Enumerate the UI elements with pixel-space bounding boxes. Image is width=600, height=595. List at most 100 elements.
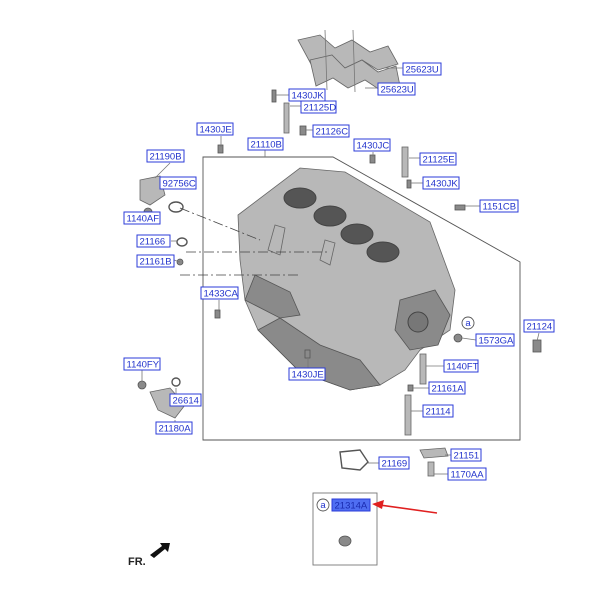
part-label-21314a: 21314A [331, 498, 371, 512]
part-label-text: 21110B [251, 140, 282, 151]
cylinder-block [237, 167, 456, 391]
oil-level-bracket [419, 447, 449, 459]
part-label-box [402, 62, 442, 76]
part-label-1430jk: 1430JK [422, 176, 460, 190]
part-label-1170aa: 1170AA [447, 467, 487, 481]
part-label-text: 21151 [454, 451, 480, 462]
part-label-1140af: 1140AF [123, 211, 161, 225]
part-label-21114: 21114 [422, 404, 454, 418]
part-label-box [422, 404, 454, 418]
part-label-1430jc: 1430JC [353, 138, 391, 152]
part-label-text: 25623U [406, 65, 439, 76]
part-label-text: 1140FY [127, 360, 160, 371]
fr-label: FR. [128, 556, 146, 568]
oil-pan-gasket [339, 449, 369, 471]
part-label-box [377, 82, 416, 96]
part-label-text: 1433CA [204, 289, 239, 300]
part-label-text: 21126C [316, 127, 349, 138]
red-pointer-arrow [372, 500, 438, 514]
part-label-21124: 21124 [523, 319, 555, 333]
part-label-1140fy: 1140FY [123, 357, 161, 371]
part-label-text: 1170AA [451, 470, 485, 481]
part-label-text: 1430JK [426, 179, 459, 190]
part-label-box [300, 100, 337, 114]
part-label-21169: 21169 [378, 456, 410, 470]
part-label-text: 1140FT [447, 362, 479, 373]
part-label-box [447, 467, 487, 481]
part-label-text: 92756C [163, 179, 196, 190]
part-label-text: 26614 [173, 396, 199, 407]
part-label-box [353, 138, 391, 152]
part-label-box [146, 149, 185, 163]
part-label-text: 21161B [140, 257, 172, 268]
part-label-text: 1430JE [200, 125, 232, 136]
part-label-box [419, 152, 457, 166]
part-label-26614: 26614 [169, 393, 202, 407]
part-label-box [247, 137, 284, 151]
part-label-21190b: 21190B [146, 149, 185, 163]
part-label-1140ft: 1140FT [443, 359, 479, 373]
callout-a-main: a [461, 316, 475, 330]
part-label-1151cb: 1151CB [479, 199, 519, 213]
part-label-box [450, 448, 482, 462]
part-label-21125d: 21125D [300, 100, 337, 114]
part-label-21161b: 21161B [136, 254, 175, 268]
part-label-text: 21124 [527, 322, 553, 333]
part-label-text: 21180A [159, 424, 192, 435]
part-label-box [136, 234, 171, 248]
part-label-1430je: 1430JE [196, 122, 234, 136]
front-direction-marker: FR. [128, 543, 170, 568]
part-label-21151: 21151 [450, 448, 482, 462]
part-label-text: 21114 [426, 407, 451, 418]
part-label-box [159, 176, 197, 190]
oil-jet-assembly [297, 29, 401, 93]
part-label-text: 1140AF [127, 214, 160, 225]
part-label-box [443, 359, 479, 373]
part-label-box [123, 357, 161, 371]
part-label-box [475, 333, 515, 347]
part-label-25623u: 25623U [402, 62, 442, 76]
center-lines [179, 207, 330, 276]
svg-text:a: a [465, 318, 471, 329]
part-label-text: 1430JK [292, 91, 325, 102]
leader-lines [141, 67, 540, 475]
part-label-21166: 21166 [136, 234, 171, 248]
part-label-text: 21166 [140, 237, 166, 248]
part-label-1433ca: 1433CA [200, 286, 239, 300]
part-label-text: 21161A [432, 384, 465, 395]
part-label-box [422, 176, 460, 190]
part-label-text: 21125D [304, 103, 337, 114]
part-label-21110b: 21110B [247, 137, 284, 151]
part-label-text: 21190B [150, 152, 182, 163]
part-label-1430jk: 1430JK [288, 88, 326, 102]
part-label-text: 1430JE [292, 370, 324, 381]
part-label-21125e: 21125E [419, 152, 457, 166]
part-label-21180a: 21180A [155, 421, 193, 435]
part-label-box [479, 199, 519, 213]
part-label-text: 21169 [382, 459, 408, 470]
part-label-1430je: 1430JE [288, 367, 326, 381]
part-label-box [312, 124, 350, 138]
svg-text:a: a [320, 500, 326, 511]
part-label-box [169, 393, 202, 407]
part-label-box [428, 381, 466, 395]
part-label-box [200, 286, 239, 300]
part-label-box [196, 122, 234, 136]
part-label-box [136, 254, 175, 268]
part-label-box [523, 319, 555, 333]
part-label-box [155, 421, 193, 435]
part-label-box [288, 367, 326, 381]
part-label-text: 1151CB [483, 202, 517, 213]
assembly-frame [202, 156, 521, 441]
part-label-text: 25623U [381, 85, 414, 96]
part-label-21126c: 21126C [312, 124, 350, 138]
part-label-text: 21125E [423, 155, 455, 166]
part-label-box [331, 498, 371, 512]
part-label-25623u: 25623U [377, 82, 416, 96]
part-label-text: 1430JC [357, 141, 390, 152]
callout-a-inset: a [316, 498, 330, 512]
part-label-box [378, 456, 410, 470]
part-label-text: 1573GA [479, 336, 515, 347]
